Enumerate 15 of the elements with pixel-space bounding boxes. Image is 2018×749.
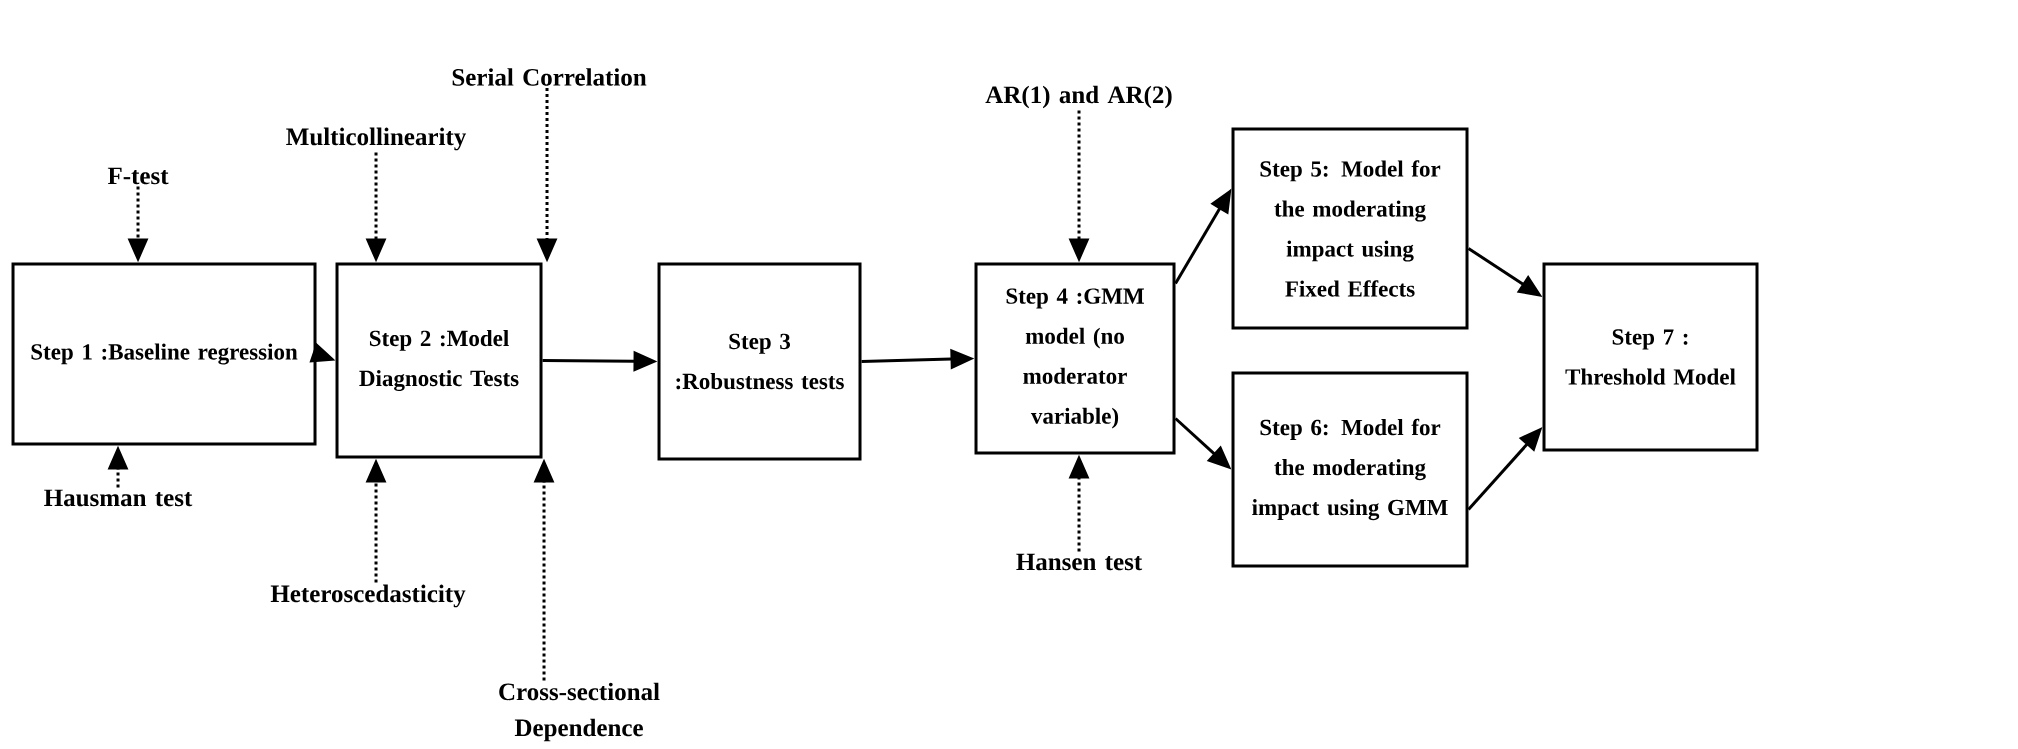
test-label: Hausman test	[44, 489, 193, 507]
test-label: Heteroscedasticity	[270, 584, 466, 608]
test-label: Hansen test	[1016, 553, 1143, 571]
process-box: Step 1 :Baseline regression	[11, 262, 317, 446]
process-box: Step 5: Model for the moderating impact using Fixed Effects	[1231, 127, 1469, 330]
test-label: AR(1) and AR(2)	[985, 85, 1172, 109]
process-box: Step 4 :GMM model (no moderator variable)	[974, 262, 1176, 455]
process-box: Step 2 :Model Diagnostic Tests	[335, 262, 543, 459]
process-box: Step 3 :Robustness tests	[657, 262, 862, 461]
test-label: Serial Correlation	[452, 68, 647, 86]
test-label: Multicollinearity	[286, 127, 467, 151]
process-box: Step 7 : Threshold Model	[1542, 262, 1759, 452]
test-label: F-test	[107, 167, 169, 185]
test-label: Cross-sectional Dependence	[499, 682, 660, 742]
process-box: Step 6: Model for the moderating impact using GMM	[1231, 371, 1469, 568]
